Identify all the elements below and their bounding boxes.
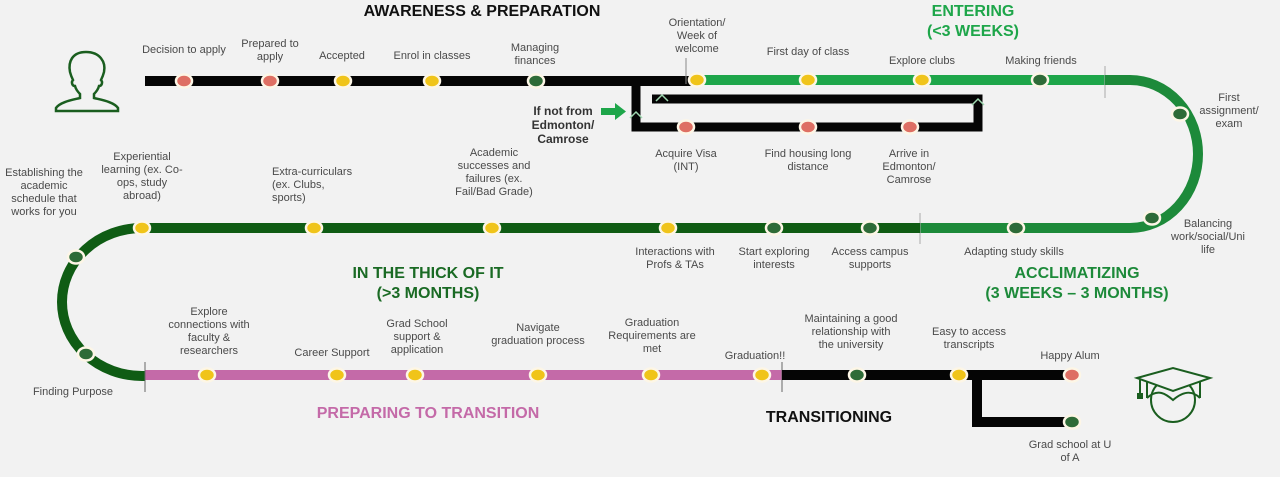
stop-dot-branch-1[interactable] — [798, 119, 818, 135]
stop-label: Arrive in Edmonton/ Camrose — [882, 148, 936, 186]
stop-label: Managing finances — [510, 42, 560, 67]
branch-merge-marker — [655, 93, 669, 102]
stop-label: Academic successes and failures (ex. Fai… — [455, 147, 533, 198]
stop-dot-awareness-0[interactable] — [174, 73, 194, 89]
stop-label: Grad School support & application — [386, 318, 448, 356]
stop-label: Experiential learning (ex. Co- ops, stud… — [101, 151, 183, 202]
stop-dot-entering-2[interactable] — [912, 72, 932, 88]
stop-label: Graduation Requirements are met — [608, 317, 696, 355]
stop-dot-transitioning-1[interactable] — [949, 367, 969, 383]
stop-dot-transitioning-0[interactable] — [847, 367, 867, 383]
branch-condition-note: If not from Edmonton/ Camrose — [531, 104, 595, 146]
stop-dot-branch-0[interactable] — [676, 119, 696, 135]
transitioning-branch-line — [972, 375, 1068, 427]
stop-dot-thick-6[interactable] — [66, 249, 86, 265]
stop-label: Enrol in classes — [393, 50, 471, 62]
stop-label: Balancing work/social/Uni life — [1171, 218, 1245, 256]
student-silhouette-icon — [54, 50, 120, 113]
stop-label: Finding Purpose — [32, 386, 114, 398]
stop-dot-thick-0[interactable] — [860, 220, 880, 236]
stop-label: Start exploring interests — [738, 246, 810, 271]
branch-merge-marker — [971, 97, 985, 106]
stop-label: Prepared to apply — [241, 38, 299, 63]
stop-label: Find housing long distance — [764, 148, 852, 173]
stop-label: Accepted — [319, 50, 365, 62]
stage-title-acclimatizing: ACCLIMATIZING (3 WEEKS – 3 MONTHS) — [985, 265, 1169, 302]
graduate-cap-icon — [1133, 366, 1214, 423]
stop-label: First day of class — [766, 46, 850, 58]
stop-dot-preparing-2[interactable] — [405, 367, 425, 383]
stage-title-transitioning: TRANSITIONING — [765, 409, 893, 426]
stop-dot-awareness-4[interactable] — [526, 73, 546, 89]
stop-label: Decision to apply — [142, 44, 226, 56]
stop-label: Graduation!! — [724, 350, 786, 362]
stop-label: Establishing the academic schedule that … — [5, 167, 83, 218]
stop-dot-thick-4[interactable] — [304, 220, 324, 236]
stage-title-thick: IN THE THICK OF IT (>3 MONTHS) — [352, 265, 504, 302]
stop-label: Making friends — [1005, 55, 1077, 67]
stop-dot-thick-1[interactable] — [764, 220, 784, 236]
stop-dot-awareness-3[interactable] — [422, 73, 442, 89]
stop-dot-awareness-2[interactable] — [333, 73, 353, 89]
stop-dot-preparing-0[interactable] — [197, 367, 217, 383]
stop-label: Orientation/ Week of welcome — [668, 17, 726, 55]
stop-dot-branch-2[interactable] — [900, 119, 920, 135]
branch-merge-marker — [629, 110, 643, 119]
stop-dot-awareness-1[interactable] — [260, 73, 280, 89]
stop-label: Happy Alum — [1040, 350, 1100, 362]
stop-label: Easy to access transcripts — [932, 326, 1006, 351]
stop-label: Career Support — [294, 347, 370, 359]
stop-dot-transitioning-2[interactable] — [1062, 367, 1082, 383]
stop-label: Interactions with Profs & TAs — [635, 246, 715, 271]
stop-dot-preparing-3[interactable] — [528, 367, 548, 383]
stop-dot-entering-0[interactable] — [687, 72, 707, 88]
stop-dot-entering-3[interactable] — [1030, 72, 1050, 88]
stop-dot-acclimatizing-1[interactable] — [1142, 210, 1162, 226]
stop-dot-preparing-4[interactable] — [641, 367, 661, 383]
stop-dot-thick-2[interactable] — [658, 220, 678, 236]
stage-title-awareness: AWARENESS & PREPARATION — [363, 3, 601, 20]
stop-dot-thick-5[interactable] — [132, 220, 152, 236]
stop-label: Navigate graduation process — [491, 322, 585, 347]
stop-label: First assignment/ exam — [1199, 92, 1259, 130]
stop-dot-acclimatizing-0[interactable] — [1170, 106, 1190, 122]
stop-dot-thick-7[interactable] — [76, 346, 96, 362]
stop-label: Explore clubs — [888, 55, 956, 67]
stop-dot-transitioning-3[interactable] — [1062, 414, 1082, 430]
stage-title-entering: ENTERING (<3 WEEKS) — [926, 3, 1020, 40]
stop-label: Acquire Visa (INT) — [655, 148, 717, 173]
stop-label: Maintaining a good relationship with the… — [804, 313, 898, 351]
stop-label: Explore connections with faculty & resea… — [168, 306, 250, 357]
stage-title-preparing: PREPARING TO TRANSITION — [316, 405, 540, 422]
stop-label: Access campus supports — [831, 246, 909, 271]
stop-dot-preparing-5[interactable] — [752, 367, 772, 383]
stop-dot-thick-3[interactable] — [482, 220, 502, 236]
stop-label: Adapting study skills — [964, 246, 1064, 258]
stop-dot-preparing-1[interactable] — [327, 367, 347, 383]
stop-dot-entering-1[interactable] — [798, 72, 818, 88]
thick-line — [57, 223, 920, 381]
stop-dot-acclimatizing-2[interactable] — [1006, 220, 1026, 236]
stop-label: Extra-curriculars (ex. Clubs, sports) — [272, 166, 353, 204]
stop-label: Grad school at U of A — [1028, 439, 1112, 464]
arrow-right-icon — [601, 103, 626, 120]
